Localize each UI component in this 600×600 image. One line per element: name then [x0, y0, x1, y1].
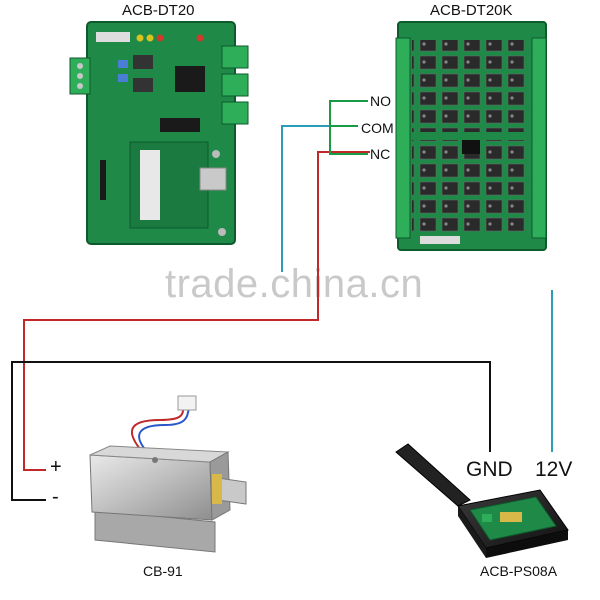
controller-board-label: ACB-DT20 [122, 2, 195, 19]
wire-gnd-black [11, 361, 491, 501]
watermark: trade.china.cn [165, 262, 424, 306]
lock-minus-label: - [52, 486, 59, 508]
wire-relay-green [329, 100, 368, 155]
electric-lock [89, 395, 247, 553]
controller-board [69, 21, 249, 245]
psu-12v-label: 12V [535, 458, 573, 481]
terminal-nc-label: NC [370, 146, 391, 162]
terminal-com-label: COM [361, 120, 394, 136]
psu-model-label: ACB-PS08A [480, 563, 558, 579]
expansion-board-label: ACB-DT20K [430, 2, 513, 19]
expansion-board [395, 21, 547, 251]
power-supply-box [395, 443, 569, 558]
lock-plus-label: + [50, 456, 62, 478]
wire-com-teal [281, 125, 358, 272]
terminal-no-label: NO [370, 93, 391, 109]
psu-gnd-label: GND [466, 458, 513, 481]
lock-model-label: CB-91 [143, 563, 183, 579]
wire-nc-red [23, 151, 370, 471]
